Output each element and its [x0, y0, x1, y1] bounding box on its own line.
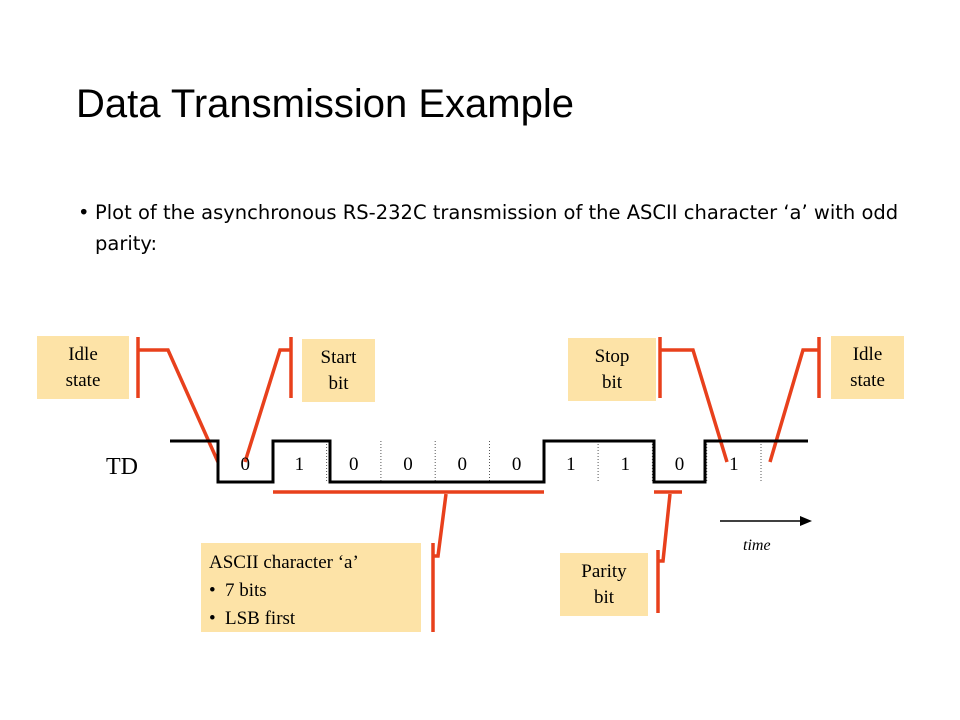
callout-line: Idle — [68, 343, 98, 365]
idle-state-right-callout: Idle state — [831, 336, 904, 399]
ascii-callout-item: 7 bits — [209, 577, 421, 605]
time-label: time — [743, 537, 771, 554]
bit-value: 0 — [512, 454, 522, 475]
idle-state-left-callout: Idle state — [37, 336, 129, 399]
bit-value: 0 — [458, 454, 468, 475]
td-waveform — [170, 439, 808, 484]
ascii-callout-heading: ASCII character ‘a’ — [209, 552, 359, 573]
bit-value: 1 — [566, 454, 576, 475]
callout-line: Stop — [594, 345, 630, 367]
callout-leader-lines — [136, 337, 821, 632]
leader-stop-bit — [660, 348, 729, 463]
ascii-character-callout: ASCII character ‘a’ 7 bits LSB first — [201, 543, 421, 633]
bit-value: 0 — [349, 454, 359, 475]
leader-ascii — [433, 493, 448, 558]
callout-line: bit — [328, 372, 349, 394]
bit-value: 0 — [240, 454, 250, 475]
callout-line: state — [850, 369, 885, 391]
callout-line: state — [65, 369, 101, 391]
bullet-point: • Plot of the asynchronous RS-232C trans… — [78, 197, 918, 259]
ascii-callout-list: 7 bits LSB first — [209, 577, 421, 633]
bit-values: 0 1 0 0 0 0 1 1 0 1 — [240, 454, 738, 475]
callout-line: Start — [320, 346, 357, 368]
callout-line: Idle — [852, 343, 883, 365]
start-bit-callout: Start bit — [302, 339, 375, 402]
td-label: TD — [106, 454, 138, 480]
bullet-text: Plot of the asynchronous RS-232C transmi… — [95, 201, 899, 255]
bit-value: 0 — [675, 454, 685, 475]
callout-line: bit — [601, 371, 623, 393]
callout-line: Parity — [581, 560, 627, 582]
bit-value: 1 — [620, 454, 630, 475]
slide-title: Data Transmission Example — [76, 82, 574, 126]
bit-value: 1 — [729, 454, 739, 475]
parity-bit-callout: Parity bit — [560, 553, 648, 616]
leader-idle-left — [138, 348, 220, 463]
leader-parity — [658, 493, 672, 563]
stop-bit-callout: Stop bit — [568, 338, 656, 401]
time-arrow-head — [800, 516, 812, 526]
bit-value: 1 — [295, 454, 305, 475]
ascii-callout-item: LSB first — [209, 605, 421, 633]
callout-line: bit — [593, 586, 615, 608]
bullet-dot: • — [78, 201, 90, 224]
bit-value: 0 — [403, 454, 413, 475]
leader-idle-right-v — [768, 348, 819, 463]
leader-start-bit-v — [243, 348, 291, 463]
